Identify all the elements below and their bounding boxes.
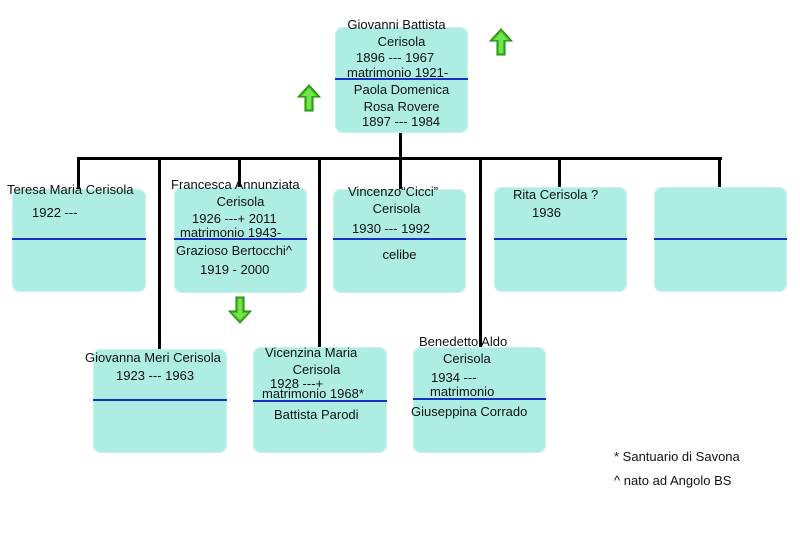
root-spouse-line2: Rosa Rovere xyxy=(363,99,440,114)
teresa-separator xyxy=(12,238,146,240)
benedetto-name-line2: Cerisola xyxy=(443,351,491,366)
vincenzo-name-line2: Cerisola xyxy=(372,201,421,216)
drop-francesca-line xyxy=(238,157,241,187)
person-card-teresa[interactable] xyxy=(12,189,146,292)
drop-empty-line xyxy=(718,157,721,187)
down-arrow-icon[interactable] xyxy=(228,296,252,324)
rita-dates: 1936 xyxy=(532,205,561,220)
root-dates: 1896 --- 1967 xyxy=(356,50,435,65)
note-santuario: * Santuario di Savona xyxy=(614,449,740,464)
vicenzina-marriage: matrimonio 1968* xyxy=(262,386,364,401)
vincenzo-dates: 1930 --- 1992 xyxy=(352,221,431,236)
vincenzo-name-line1: Vincenzo“Cicci” xyxy=(348,184,439,199)
drop-benedetto-line xyxy=(479,157,482,349)
drop-rita-line xyxy=(558,157,561,187)
benedetto-marriage: matrimonio xyxy=(430,384,495,399)
rita-separator xyxy=(494,238,627,240)
francesca-dates: 1926 ---+ 2011 xyxy=(192,211,277,226)
benedetto-spouse: Giuseppina Corrado xyxy=(411,404,528,419)
up-arrow-icon[interactable] xyxy=(297,84,321,112)
person-card-rita[interactable] xyxy=(494,187,627,292)
benedetto-name-line1: Benedetto Aldo xyxy=(419,334,508,349)
giovanna-name: Giovanna Meri Cerisola xyxy=(85,350,221,365)
vicenzina-name-line1: Vicenzina Maria xyxy=(265,345,358,360)
root-spouse-line1: Paola Domenica xyxy=(353,82,450,97)
vicenzina-dates: 1928 ---+ xyxy=(270,376,324,391)
up-arrow-icon[interactable] xyxy=(489,28,513,56)
francesca-spouse-dates: 1919 - 2000 xyxy=(200,262,270,277)
empty-separator xyxy=(654,238,787,240)
vincenzo-separator xyxy=(333,238,466,240)
francesca-name-line2: Cerisola xyxy=(216,194,265,209)
drop-vicenzina-line xyxy=(318,157,321,350)
person-card-giovanna[interactable] xyxy=(93,349,227,453)
root-spouse-dates: 1897 --- 1984 xyxy=(362,114,441,129)
benedetto-dates: 1934 --- xyxy=(431,370,477,385)
drop-giovanna-line xyxy=(158,157,161,349)
francesca-name-line1: Francesca Annunziata xyxy=(171,177,300,192)
root-name-line2: Cerisola xyxy=(377,34,426,49)
note-angolo: ^ nato ad Angolo BS xyxy=(614,473,732,488)
giovanna-separator xyxy=(93,399,227,401)
francesca-separator xyxy=(174,238,307,240)
root-person-card[interactable] xyxy=(335,27,468,133)
vincenzo-status: celibe xyxy=(382,247,417,262)
root-stem-line xyxy=(399,133,402,159)
root-marriage: matrimonio 1921- xyxy=(347,65,449,80)
person-card-empty[interactable] xyxy=(654,187,787,292)
person-card-vicenzina[interactable] xyxy=(253,347,387,453)
rita-name: Rita Cerisola ? xyxy=(513,187,599,202)
teresa-name: Teresa Maria Cerisola xyxy=(7,182,134,197)
drop-teresa-line xyxy=(77,157,80,189)
giovanna-dates: 1923 --- 1963 xyxy=(116,368,195,383)
drop-vincenzo-line xyxy=(399,157,402,189)
person-card-benedetto[interactable] xyxy=(413,347,546,453)
francesca-spouse: Grazioso Bertocchi^ xyxy=(176,243,292,258)
teresa-dates: 1922 --- xyxy=(32,205,78,220)
person-card-francesca[interactable] xyxy=(174,187,307,293)
person-card-vincenzo[interactable] xyxy=(333,189,466,293)
vicenzina-separator xyxy=(253,400,387,402)
root-separator xyxy=(335,78,468,80)
benedetto-separator xyxy=(413,398,546,400)
francesca-marriage: matrimonio 1943- xyxy=(180,225,282,240)
vicenzina-name-line2: Cerisola xyxy=(292,362,341,377)
vicenzina-spouse: Battista Parodi xyxy=(274,407,359,422)
root-name-line1: Giovanni Battista xyxy=(347,17,446,32)
